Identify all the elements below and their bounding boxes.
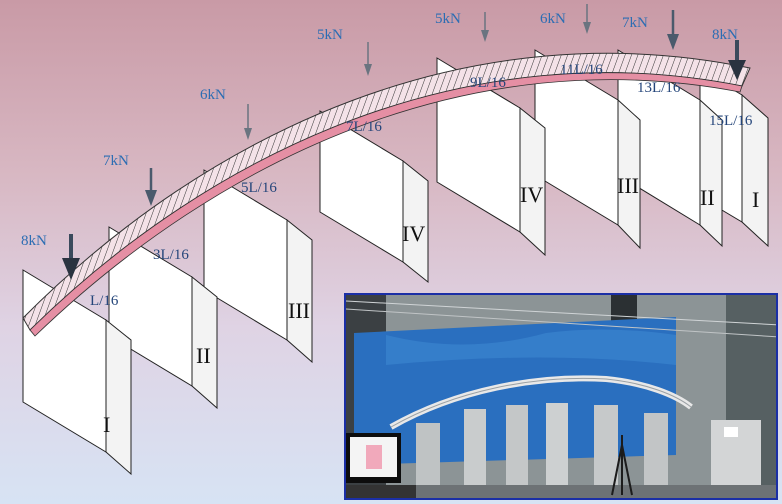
- load-arrow-1: [62, 234, 80, 280]
- pier-6: III: [534, 49, 641, 250]
- load-arrow-4: [364, 42, 372, 76]
- monitor-icon: [346, 433, 416, 498]
- load-label-3: 6kN: [200, 87, 226, 103]
- load-arrow-3: [244, 104, 252, 140]
- load-arrow-8: [728, 40, 746, 80]
- arch-beam: [22, 52, 751, 337]
- position-label-1: L/16: [90, 293, 119, 309]
- position-label-8: 15L/16: [709, 113, 753, 129]
- load-arrow-5: [481, 12, 489, 42]
- pier-label-8: I: [752, 187, 759, 212]
- pier-label-7: II: [700, 185, 715, 210]
- pier-3: III: [203, 169, 313, 364]
- load-label-1: 8kN: [21, 233, 47, 249]
- pier-5: IV: [436, 57, 546, 257]
- load-label-2: 7kN: [103, 153, 129, 169]
- pier-label-2: II: [196, 343, 211, 368]
- pier-label-6: III: [617, 173, 639, 198]
- position-label-7: 13L/16: [637, 80, 681, 96]
- pier-label-3: III: [288, 298, 310, 323]
- position-label-6: 11L/16: [560, 62, 603, 78]
- load-arrow-2: [145, 168, 157, 206]
- pier-label-4: IV: [402, 221, 425, 246]
- position-label-3: 5L/16: [241, 180, 277, 196]
- load-label-7: 7kN: [622, 15, 648, 31]
- photo-scene: [346, 295, 776, 498]
- load-label-4: 5kN: [317, 27, 343, 43]
- load-arrow-7: [667, 10, 679, 50]
- pier-label-5: IV: [520, 182, 543, 207]
- load-arrows: [62, 4, 746, 280]
- load-label-5: 5kN: [435, 11, 461, 27]
- position-label-4: 7L/16: [346, 119, 382, 135]
- position-label-2: 3L/16: [153, 247, 189, 263]
- pier-label-1: I: [103, 412, 110, 437]
- load-label-8: 8kN: [712, 27, 738, 43]
- test-setup-photo: [344, 293, 778, 500]
- load-arrow-6: [583, 4, 591, 34]
- pier-4: IV: [319, 110, 429, 284]
- load-label-6: 6kN: [540, 11, 566, 27]
- position-label-5: 9L/16: [470, 75, 506, 91]
